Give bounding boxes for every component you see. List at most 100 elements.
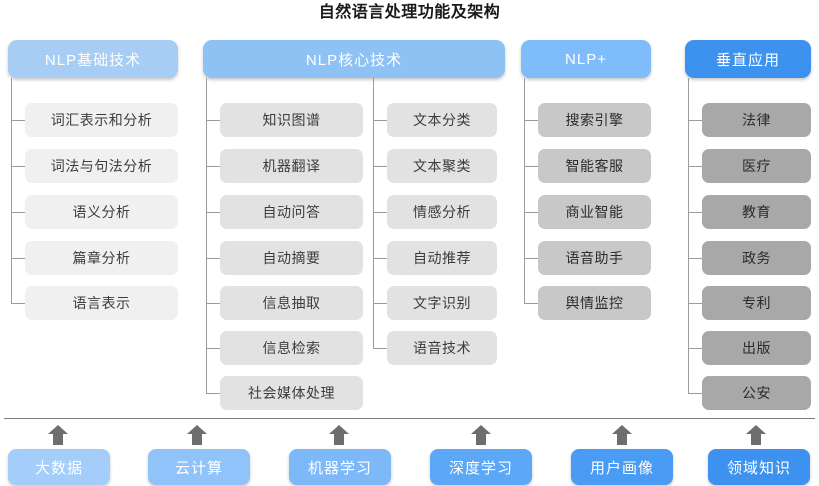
node-label: 商业智能 [565,204,624,220]
node-col2-left-item-3[interactable]: 自动摘要 [220,241,363,275]
connector-branch [524,303,538,304]
connector-branch [688,303,702,304]
header-label: 垂直应用 [715,51,780,69]
node-col2-left-item-2[interactable]: 自动问答 [220,195,363,229]
section-divider [4,418,815,419]
node-label: 文字识别 [413,295,471,311]
node-col4-item-3[interactable]: 政务 [702,241,811,275]
node-col3-item-2[interactable]: 商业智能 [538,195,651,229]
connector-branch [206,303,220,304]
node-col2-right-item-1[interactable]: 文本聚类 [387,149,497,183]
node-label: 智能客服 [565,158,624,174]
connector-trunk-col2-left [206,78,207,393]
header-nlp-plus[interactable]: NLP+ [521,40,651,78]
connector-branch [11,120,25,121]
node-col2-right-item-4[interactable]: 文字识别 [387,286,497,320]
node-label: 语音助手 [565,250,624,266]
node-col3-item-3[interactable]: 语音助手 [538,241,651,275]
connector-branch [373,212,387,213]
connector-branch [373,348,387,349]
foundation-item-big-data[interactable]: 大数据 [8,449,110,485]
node-label: 出版 [742,340,771,356]
header-label: NLP基础技术 [44,51,142,69]
node-col4-item-6[interactable]: 公安 [702,376,811,410]
connector-branch [11,212,25,213]
node-col3-item-1[interactable]: 智能客服 [538,149,651,183]
connector-trunk-col3 [524,78,525,303]
node-col2-right-item-5[interactable]: 语音技术 [387,331,497,365]
node-label: 政务 [742,250,771,266]
node-col4-item-0[interactable]: 法律 [702,103,811,137]
node-label: 词汇表示和分析 [50,112,153,128]
node-col2-right-item-3[interactable]: 自动推荐 [387,241,497,275]
node-col3-item-4[interactable]: 舆情监控 [538,286,651,320]
node-col4-item-5[interactable]: 出版 [702,331,811,365]
node-label: 医疗 [742,158,771,174]
node-col2-left-item-1[interactable]: 机器翻译 [220,149,363,183]
connector-branch [524,258,538,259]
connector-branch [688,166,702,167]
up-arrow-icon [470,425,492,445]
header-nlp-core[interactable]: NLP核心技术 [203,40,505,78]
node-label: 语义分析 [72,204,131,220]
node-col1-item-0[interactable]: 词汇表示和分析 [25,103,178,137]
node-label: 篇章分析 [72,250,131,266]
node-label: 语音技术 [413,340,471,356]
node-label: 专利 [742,295,771,311]
up-arrow-icon [328,425,350,445]
node-col2-left-item-6[interactable]: 社会媒体处理 [220,376,363,410]
node-col2-right-item-0[interactable]: 文本分类 [387,103,497,137]
foundation-label: 用户画像 [589,459,654,477]
foundation-item-domain-knowledge[interactable]: 领域知识 [708,449,810,485]
node-label: 词法与句法分析 [50,158,153,174]
foundation-item-user-profile[interactable]: 用户画像 [571,449,673,485]
connector-branch [206,166,220,167]
node-col2-left-item-4[interactable]: 信息抽取 [220,286,363,320]
page-title: 自然语言处理功能及架构 [318,4,501,21]
node-col1-item-4[interactable]: 语言表示 [25,286,178,320]
node-label: 文本聚类 [413,158,471,174]
node-label: 公安 [742,385,771,401]
foundation-label: 领域知识 [726,459,791,477]
connector-branch [688,348,702,349]
node-col4-item-2[interactable]: 教育 [702,195,811,229]
node-col4-item-1[interactable]: 医疗 [702,149,811,183]
foundation-item-deep-learning[interactable]: 深度学习 [430,449,532,485]
node-col2-left-item-0[interactable]: 知识图谱 [220,103,363,137]
foundation-label: 机器学习 [307,459,372,477]
connector-branch [206,348,220,349]
connector-branch [373,303,387,304]
header-label: NLP核心技术 [305,51,403,69]
up-arrow-icon [186,425,208,445]
foundation-item-cloud-computing[interactable]: 云计算 [148,449,250,485]
node-label: 机器翻译 [262,158,321,174]
foundation-label: 云计算 [174,459,223,477]
node-label: 法律 [742,112,771,128]
node-col1-item-3[interactable]: 篇章分析 [25,241,178,275]
connector-trunk-col1 [11,78,12,303]
node-label: 教育 [742,204,771,220]
node-label: 搜索引擎 [565,112,624,128]
node-col4-item-4[interactable]: 专利 [702,286,811,320]
connector-branch [206,258,220,259]
connector-trunk-col2-right [373,78,374,348]
node-label: 自动问答 [262,204,321,220]
connector-branch [373,120,387,121]
node-label: 舆情监控 [565,295,624,311]
header-vertical-app[interactable]: 垂直应用 [685,40,811,78]
foundation-item-machine-learning[interactable]: 机器学习 [289,449,391,485]
node-col1-item-2[interactable]: 语义分析 [25,195,178,229]
node-label: 知识图谱 [262,112,321,128]
connector-branch [688,258,702,259]
node-col2-left-item-5[interactable]: 信息检索 [220,331,363,365]
header-label: NLP+ [565,50,607,68]
foundation-label: 大数据 [34,459,83,477]
node-col3-item-0[interactable]: 搜索引擎 [538,103,651,137]
connector-branch [11,303,25,304]
node-col1-item-1[interactable]: 词法与句法分析 [25,149,178,183]
header-nlp-basic[interactable]: NLP基础技术 [8,40,178,78]
node-label: 情感分析 [413,204,471,220]
connector-branch [373,258,387,259]
connector-branch [524,212,538,213]
node-col2-right-item-2[interactable]: 情感分析 [387,195,497,229]
